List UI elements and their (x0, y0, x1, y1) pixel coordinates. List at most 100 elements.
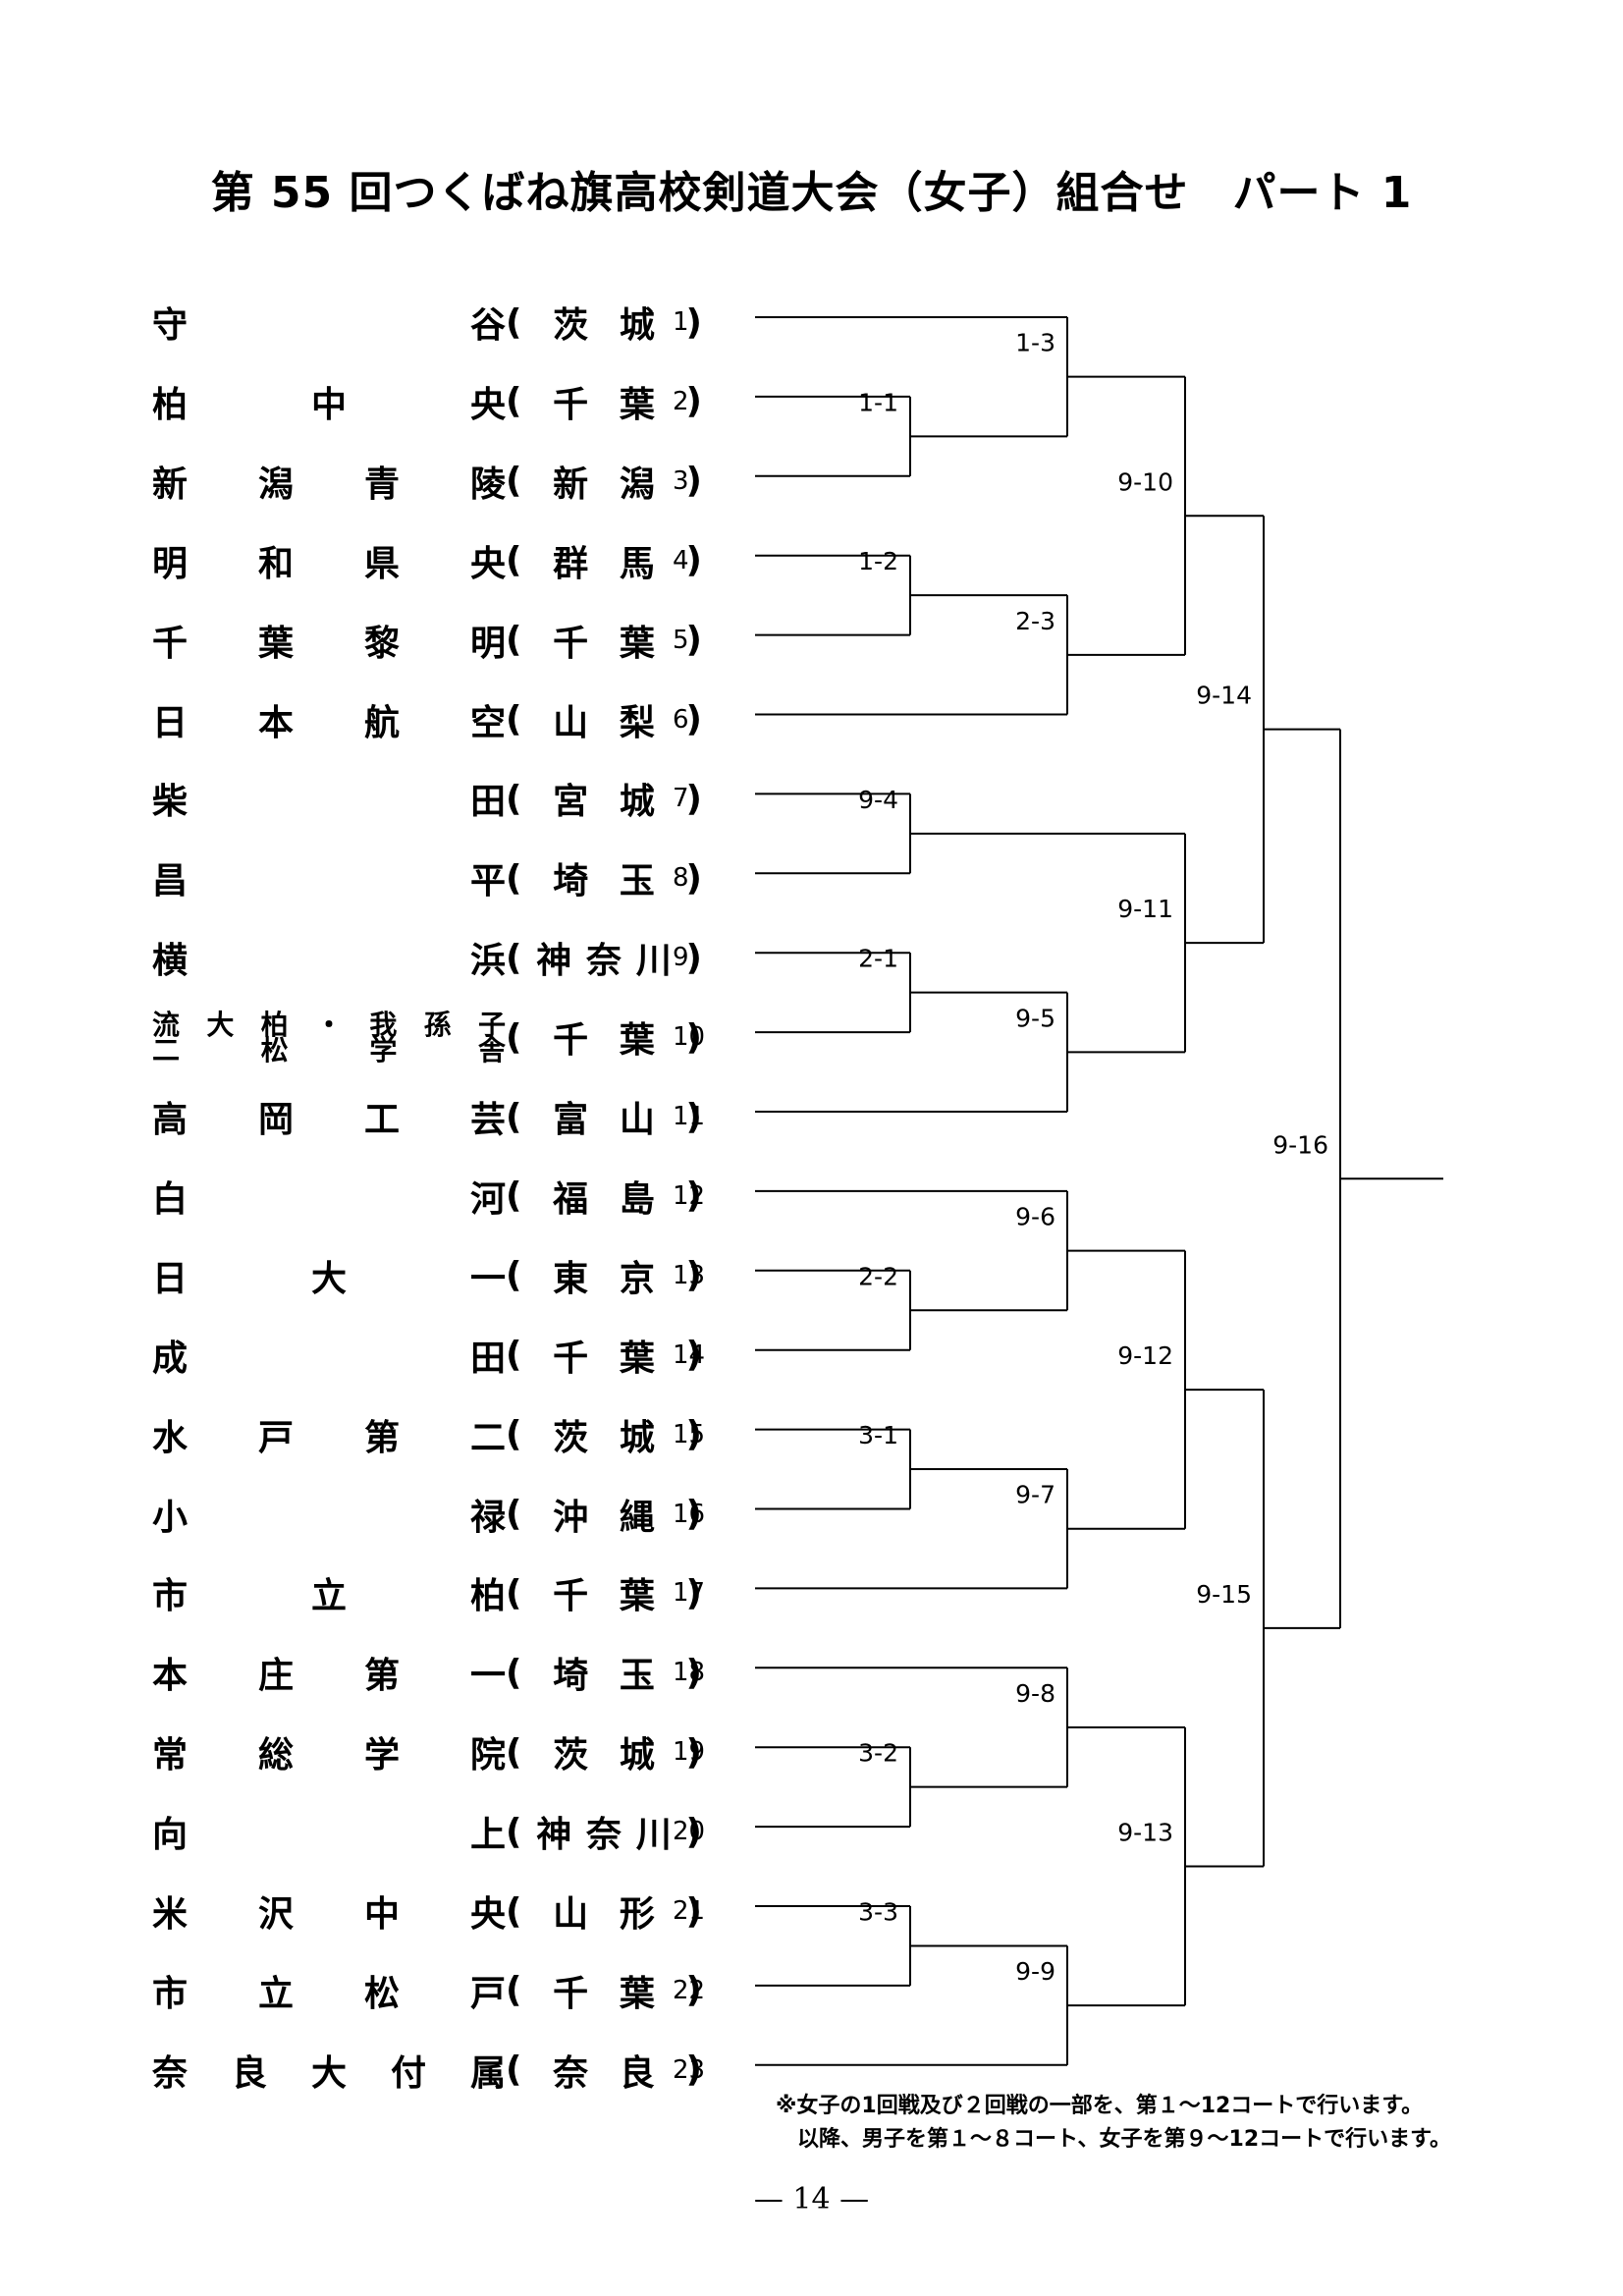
prefecture-char: ( (506, 778, 522, 819)
match-label: 9-9 (1015, 1957, 1055, 1986)
team-name-char: 柏 (152, 384, 189, 425)
prefecture-char: ( (506, 301, 522, 343)
team-name-char: 良 (231, 2052, 267, 2094)
team-name-char: 和 (257, 543, 294, 584)
prefecture-char: 埼 (553, 1656, 589, 1697)
team-name-char: 昌 (152, 861, 189, 902)
team-prefecture: (茨城) (506, 1727, 702, 1777)
footnote-line: 以降、男子を第１～８コート、女子を第９～12コートで行います。 (776, 2127, 1451, 2152)
team-name-char: 松 (363, 1973, 400, 2014)
prefecture-char: ) (685, 1572, 702, 1613)
team-name-char: 総 (257, 1735, 294, 1777)
team-name-char: 松 (260, 1034, 289, 1067)
team-name-char: 大 (310, 1258, 347, 1299)
team-name-char: 田 (469, 782, 506, 823)
team-prefecture: (茨城) (506, 298, 702, 347)
team-seed-number: 18 (673, 1658, 706, 1688)
prefecture-char: 山 (553, 1894, 589, 1935)
prefecture-char: ) (685, 778, 702, 819)
prefecture-char: 山 (553, 702, 589, 743)
prefecture-char: ) (685, 1096, 702, 1137)
team-seed-number: 17 (673, 1578, 706, 1609)
team-name-char: 黎 (363, 623, 400, 664)
team-name-char: 工 (363, 1100, 400, 1140)
team-name-char: 高 (152, 1100, 189, 1140)
prefecture-char: ( (506, 857, 522, 899)
prefecture-char: ) (685, 1811, 702, 1852)
team-row: 成田(千葉)14 (152, 1331, 705, 1380)
team-prefecture: (千葉) (506, 1331, 702, 1380)
prefecture-char: 城 (619, 1735, 655, 1777)
prefecture-char: 葉 (619, 384, 655, 425)
team-row: 常総学院(茨城)19 (152, 1727, 705, 1777)
team-name-char: 常 (152, 1735, 189, 1777)
prefecture-char: ) (685, 1890, 702, 1932)
team-name-char: 戸 (469, 1973, 506, 2014)
prefecture-char: 群 (553, 543, 589, 584)
team-name-char: 柏 (469, 1576, 506, 1617)
team-name: 流大柏・我孫子二松学舎 (152, 1011, 506, 1067)
prefecture-char: ( (506, 1970, 522, 2011)
prefecture-char: 福 (553, 1178, 589, 1220)
prefecture-char: 千 (553, 1338, 589, 1379)
team-name: 日本航空 (152, 695, 506, 744)
prefecture-char: 富 (553, 1100, 589, 1140)
match-label: 9-5 (1015, 1004, 1055, 1032)
team-name-char: 央 (469, 384, 506, 425)
team-prefecture: (千葉) (506, 1568, 702, 1617)
team-row: 白河(福島)12 (152, 1172, 705, 1221)
team-prefecture: (群馬) (506, 536, 702, 585)
prefecture-char: 茨 (553, 1417, 589, 1458)
prefecture-char: 潟 (619, 464, 655, 505)
team-seed-number: 11 (673, 1102, 706, 1131)
prefecture-char: ) (685, 540, 702, 581)
prefecture-char: 東 (553, 1258, 589, 1299)
team-row: 市立松戸(千葉)22 (152, 1966, 705, 2015)
team-name-char: 学 (363, 1735, 400, 1777)
match-label: 9-12 (1117, 1341, 1173, 1370)
match-label: 9-10 (1117, 467, 1173, 496)
footnote: ※女子の1回戦及び２回戦の一部を、第１～12コートで行います。 以降、男子を第１… (776, 2090, 1451, 2157)
team-prefecture: (神奈川) (506, 933, 702, 982)
team-prefecture: (山梨) (506, 695, 702, 744)
prefecture-char: 城 (619, 782, 655, 823)
prefecture-char: 形 (619, 1894, 655, 1935)
team-seed-number: 23 (673, 2054, 706, 2085)
team-seed-number: 3 (673, 465, 689, 496)
team-name-char: 市 (152, 1576, 189, 1617)
team-name-char: 向 (152, 1815, 189, 1856)
prefecture-char: ) (685, 620, 702, 661)
prefecture-char: ( (506, 620, 522, 661)
team-seed-number: 22 (673, 1975, 706, 2005)
team-name-char: 明 (469, 623, 506, 664)
page-title: 第 55 回つくばね旗高校剣道大会（女子）組合せ パート 1 (210, 168, 1413, 218)
match-label: 2-2 (858, 1262, 898, 1290)
team-name-char: 禄 (469, 1497, 506, 1538)
team-name-char: 守 (152, 305, 189, 346)
prefecture-char: ( (506, 1572, 522, 1613)
prefecture-char: 山 (619, 1100, 655, 1140)
team-seed-number: 13 (673, 1260, 706, 1290)
prefecture-char: 千 (553, 1020, 589, 1062)
team-prefecture: (新潟) (506, 457, 702, 506)
prefecture-char: 良 (619, 2052, 655, 2094)
team-seed-number: 8 (673, 863, 689, 894)
prefecture-char: 城 (619, 305, 655, 346)
prefecture-char: ) (685, 301, 702, 343)
match-label: 1-3 (1015, 329, 1055, 357)
team-name-char: 沢 (257, 1894, 294, 1935)
prefecture-char: ( (506, 1731, 522, 1773)
prefecture-char: 葉 (619, 623, 655, 664)
prefecture-char: ( (506, 1811, 522, 1852)
prefecture-char: 島 (619, 1178, 655, 1220)
team-name-char: 横 (152, 941, 189, 982)
match-label: 3-2 (858, 1739, 898, 1768)
team-name-char: 空 (469, 702, 506, 743)
prefecture-char: 城 (619, 1417, 655, 1458)
prefecture-char: ) (685, 937, 702, 978)
team-name-char: 白 (152, 1178, 189, 1220)
team-name-char: 成 (152, 1338, 189, 1379)
prefecture-char: ) (685, 1016, 702, 1058)
team-row: 昌平(埼玉)8 (152, 853, 702, 902)
